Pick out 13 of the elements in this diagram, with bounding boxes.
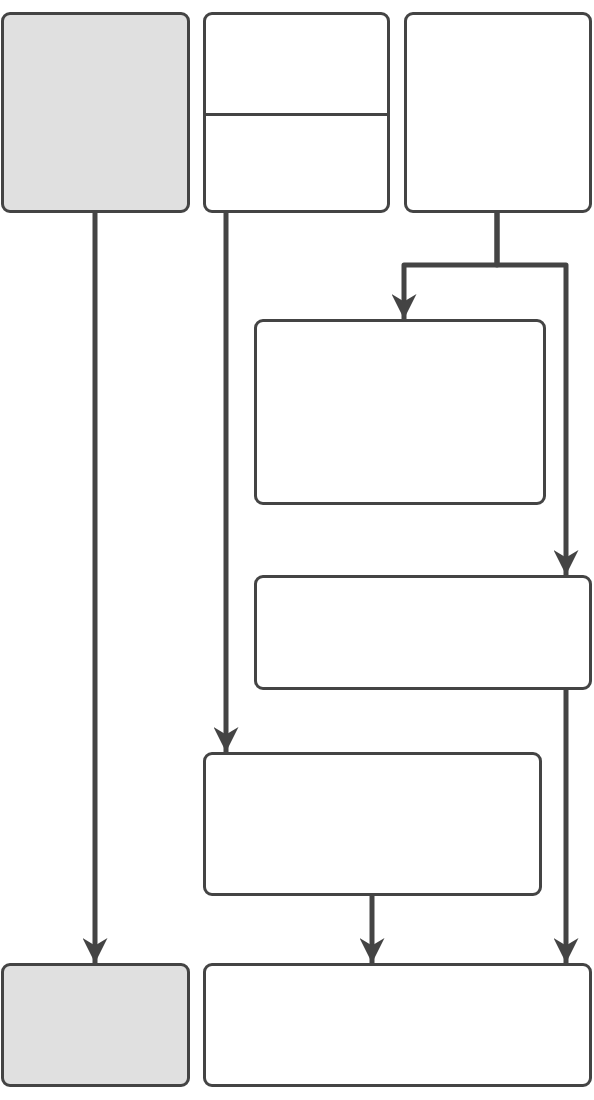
process-box — [1, 963, 190, 1087]
process-box — [254, 575, 592, 690]
arrow — [359, 896, 385, 963]
arrow — [553, 690, 579, 963]
process-box — [404, 12, 592, 213]
process-box — [254, 319, 546, 505]
process-box — [203, 12, 390, 213]
process-box — [203, 963, 592, 1087]
arrow — [213, 213, 239, 752]
process-box — [1, 12, 190, 213]
arrow — [494, 213, 579, 575]
process-box — [203, 752, 542, 896]
arrow — [82, 213, 108, 963]
